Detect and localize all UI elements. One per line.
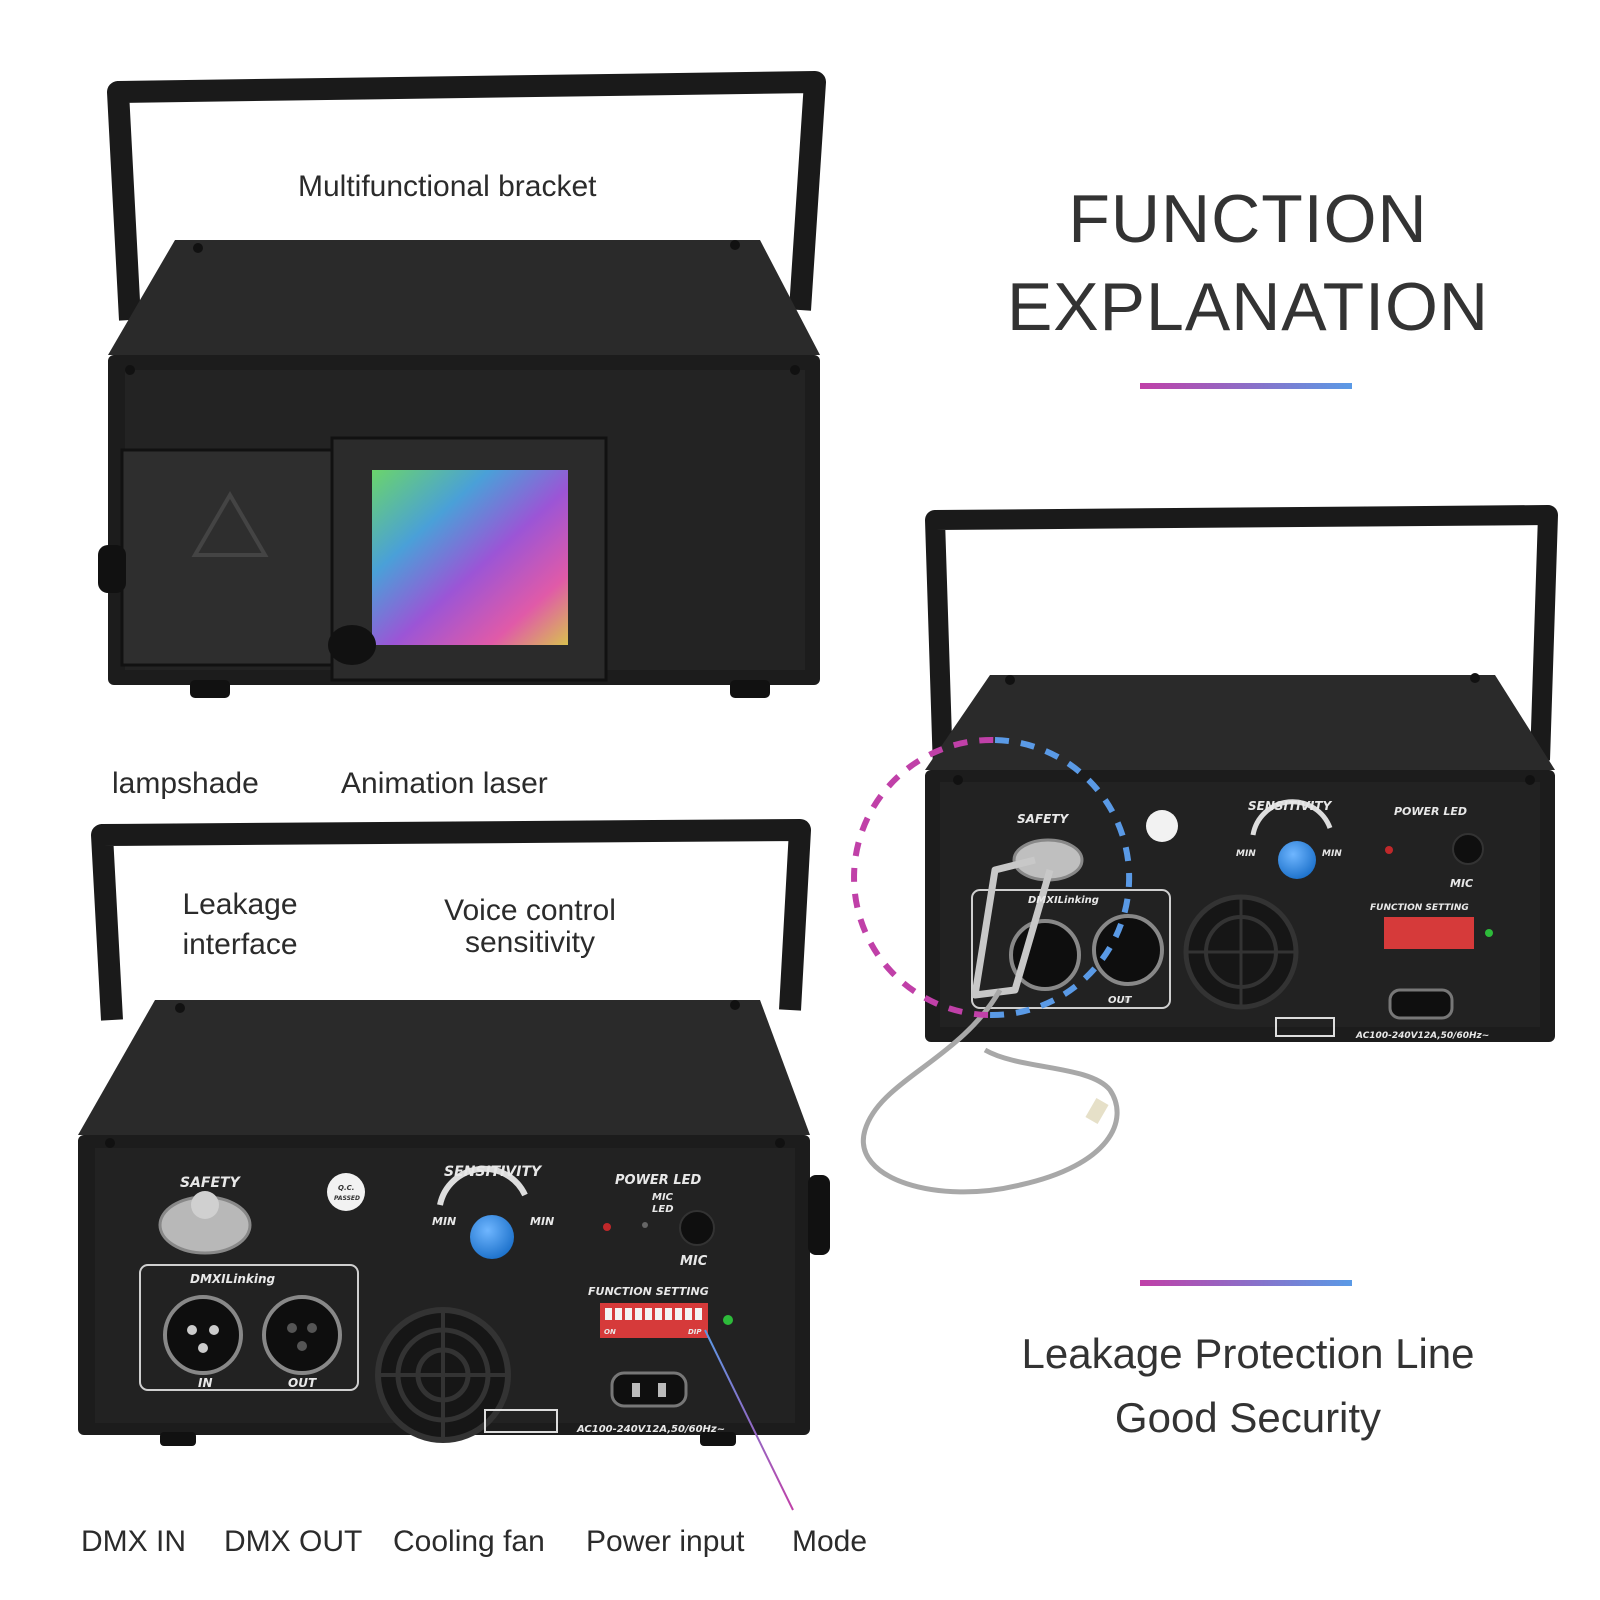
mic-button [679,1210,715,1246]
safety-highlight-circle-blue [987,737,1133,1019]
leakage-interface-label-1: Leakage [182,888,298,921]
bracket-right [925,505,1558,771]
heading-line-2: EXPLANATION [1006,269,1490,345]
mic-led-label-2: LED [652,1204,674,1215]
mode-label: Mode [792,1525,868,1558]
laser-lens [372,470,568,645]
sensitivity-label-right: SENSITIVITY [1248,799,1333,813]
heading-line-1: FUNCTION [1068,181,1428,257]
mode-led [723,1315,733,1325]
power-led-label: POWER LED [615,1173,701,1188]
dmx-linking-label-right: DMXILinking [1028,895,1099,906]
dmx-in-label: DMX IN [81,1525,186,1558]
out-label-right: OUT [1108,995,1133,1006]
ground-label [484,1409,558,1433]
safety-label: SAFETY [180,1175,242,1191]
device-front-view [98,71,826,740]
qc-label-1: Q.C. [338,1184,354,1192]
power-input-label: Power input [586,1525,745,1558]
lampshade-knob [98,545,126,593]
min-label-left: MIN [432,1215,456,1228]
lampshade-label: lampshade [112,767,259,800]
power-led [603,1223,611,1231]
bracket-back [91,819,811,1021]
dmx-panel [139,1264,359,1391]
cooling-fan-label: Cooling fan [393,1525,545,1558]
qc-sticker [327,1173,365,1211]
dmx-linking-label: DMXILinking [190,1272,276,1286]
dmx-in-port [163,1295,243,1375]
device-top-back [78,1000,810,1135]
subheading-line-1: Leakage Protection Line [1021,1330,1475,1377]
in-label: IN [198,1376,213,1390]
safety-cable [860,988,1120,1195]
mic-label: MIC [680,1254,708,1269]
power-spec-label: AC100-240V12A,50/60Hz~ [576,1424,725,1435]
laser-warning-triangle [191,491,269,557]
dmx-out-port [262,1295,342,1375]
animation-laser-label: Animation laser [341,767,548,800]
side-knob [808,1175,830,1255]
window-knob [328,625,376,665]
subheading-overline [1140,1280,1352,1286]
bracket-label: Multifunctional bracket [298,170,597,203]
carabiner [971,856,1054,999]
power-inlet [610,1371,688,1408]
device-back-view [78,819,830,1520]
power-spec-label-right: AC100-240V12A,50/60Hz~ [1355,1031,1489,1041]
device-top [108,240,820,355]
safety-highlight-circle-pink [850,736,996,1018]
sensitivity-label: SENSITIVITY [444,1164,543,1180]
mic-label-right: MIC [1450,877,1473,890]
min-label-right: MIN [530,1215,554,1228]
function-setting-label-right: FUNCTION SETTING [1370,903,1469,913]
mode-callout-line [704,1329,794,1511]
function-setting-label: FUNCTION SETTING [588,1285,709,1298]
voice-control-label-2: sensitivity [464,926,596,959]
dmx-out-label: DMX OUT [224,1525,363,1558]
mic-led [642,1222,648,1228]
min-label-right-b: MIN [1322,849,1342,859]
sensitivity-knob [470,1215,514,1259]
dip-on-label: ON [604,1328,616,1336]
dip-label: DIP [688,1328,702,1336]
out-label: OUT [288,1376,317,1390]
device-safety-view [850,505,1558,1195]
min-label-right-a: MIN [1236,849,1256,859]
power-led-label-right: POWER LED [1394,805,1467,818]
safety-label-right: SAFETY [1017,812,1070,826]
mic-led-label-1: MIC [652,1192,674,1203]
voice-control-label-1: Voice control [444,894,616,927]
lampshade-plate [120,448,334,667]
leakage-interface-label-2: interface [182,928,298,961]
subheading-line-2: Good Security [1114,1394,1382,1441]
heading-underline [1140,383,1352,389]
qc-label-2: PASSED [334,1195,360,1202]
bracket [107,71,826,321]
